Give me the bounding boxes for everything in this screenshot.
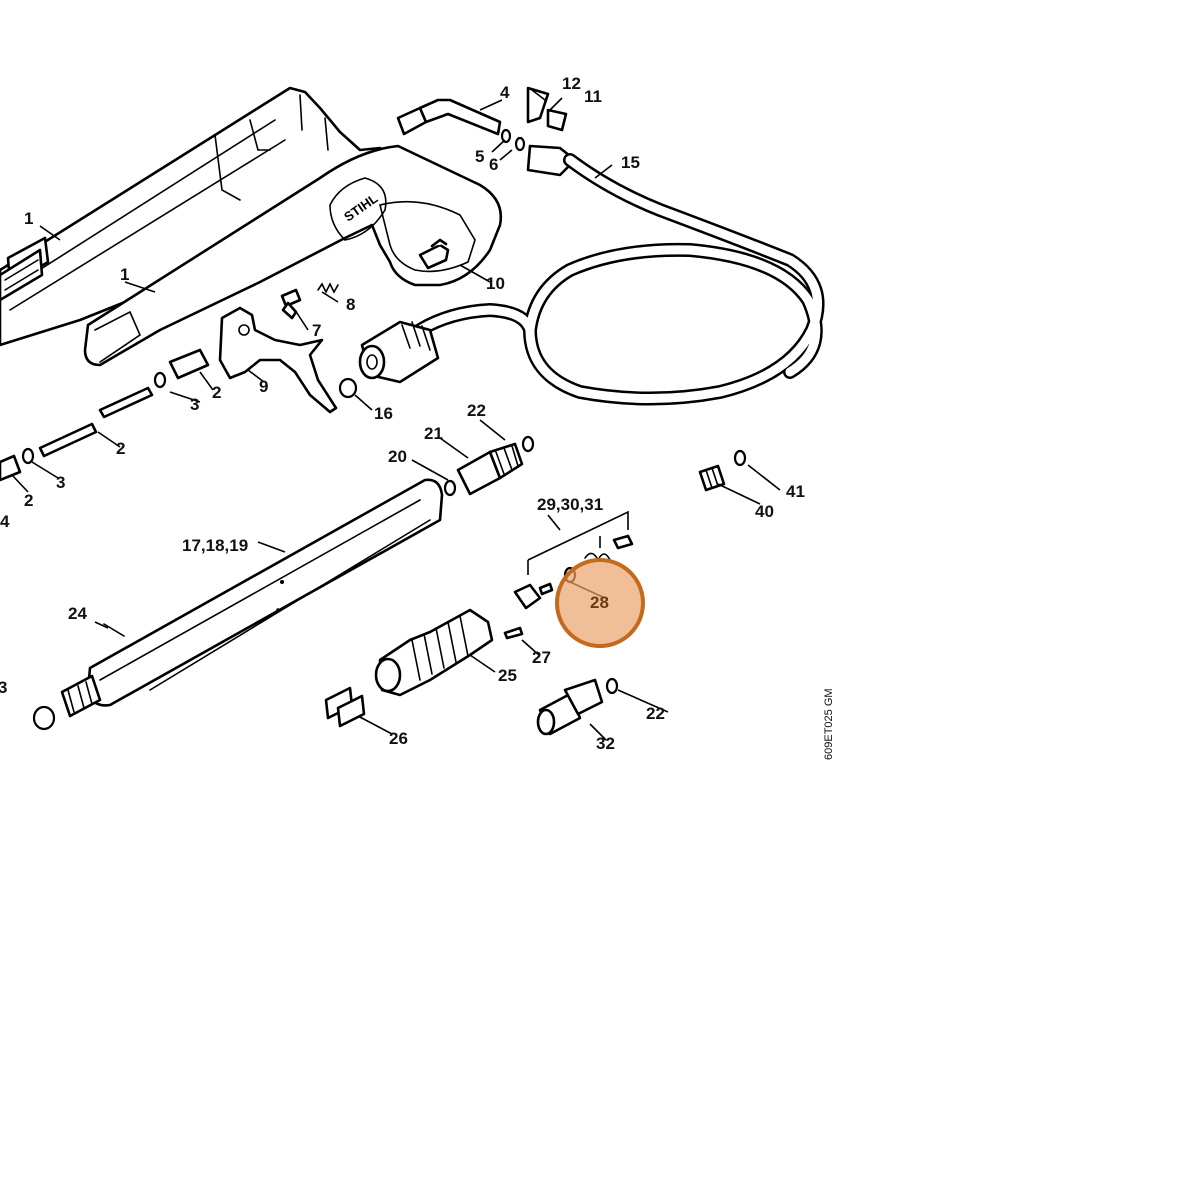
leader-lines — [11, 89, 781, 741]
elbow-fitting — [396, 86, 568, 152]
part-21-connector — [443, 435, 535, 497]
part-26-labels — [324, 686, 366, 728]
callout-2: 2 — [24, 491, 33, 510]
callout-7: 7 — [312, 321, 321, 340]
callout-26: 26 — [389, 729, 408, 748]
callout-1: 1 — [24, 209, 33, 228]
callout-labels: 1 1 2 2 2 3 3 3 4 4 5 6 7 8 9 10 11 12 1… — [0, 74, 805, 753]
callout-15: 15 — [621, 153, 640, 172]
highlight-marker[interactable] — [555, 558, 645, 648]
part-9-trigger — [218, 306, 338, 414]
callout-11: 11 — [584, 87, 602, 106]
callout-22: 22 — [467, 401, 486, 420]
callout-21: 21 — [424, 424, 443, 443]
highlight-label-28: 28 — [590, 593, 609, 612]
callout-25: 25 — [498, 666, 517, 685]
callout-22: 22 — [646, 704, 665, 723]
callout-40: 40 — [755, 502, 774, 521]
callout-10: 10 — [486, 274, 505, 293]
gun-handle-body — [0, 86, 397, 347]
callout-27: 27 — [532, 648, 551, 667]
part-7-valve-pin — [280, 288, 302, 320]
part-24-screw — [103, 623, 125, 637]
part-25-nozzle-head — [374, 608, 524, 697]
callout-20: 20 — [388, 447, 407, 466]
callout-4: 4 — [0, 512, 10, 531]
callout-3: 3 — [56, 473, 65, 492]
callout-41: 41 — [786, 482, 805, 501]
callout-3: 3 — [190, 395, 199, 414]
callout-2: 2 — [212, 383, 221, 402]
part-40-fitting — [698, 449, 747, 492]
callout-4: 4 — [500, 83, 510, 102]
callout-5: 5 — [475, 147, 484, 166]
callout-16: 16 — [374, 404, 393, 423]
callout-1: 1 — [120, 265, 129, 284]
nozzle-set — [513, 510, 634, 610]
part-15-hose — [338, 144, 825, 406]
part-8-spring — [317, 282, 339, 294]
callout-24: 24 — [68, 604, 87, 623]
part-17-lance-tube — [32, 478, 444, 731]
drawing-code: 609ET025 GM — [823, 688, 835, 760]
part-32-adapter — [536, 677, 619, 736]
callout-17-18-19: 17,18,19 — [182, 536, 248, 555]
callout-32: 32 — [596, 734, 615, 753]
gun-grip — [83, 144, 503, 367]
callout-9: 9 — [259, 377, 268, 396]
left-small-parts — [0, 348, 210, 482]
callout-6: 6 — [489, 155, 498, 174]
callout-8: 8 — [346, 295, 355, 314]
callout-29-30-31: 29,30,31 — [537, 495, 603, 514]
part-10-latch — [418, 238, 450, 270]
callout-3: 3 — [0, 678, 7, 697]
callout-12: 12 — [562, 74, 581, 93]
callout-2: 2 — [116, 439, 125, 458]
